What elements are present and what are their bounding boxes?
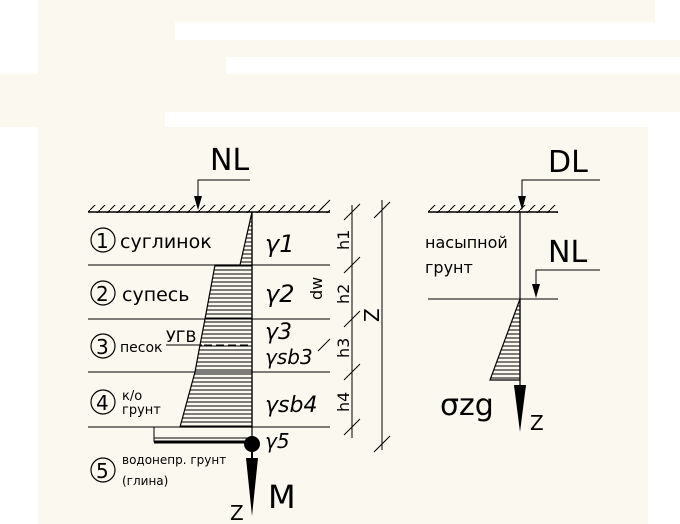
z-tick-top: [373, 201, 391, 219]
ground-hatch-right: [428, 205, 558, 213]
dl-arrow: [518, 196, 526, 210]
background-band-5: [0, 74, 680, 94]
z-arrow-right: [514, 385, 526, 432]
layer-name-line1: водонепр. грунт: [122, 453, 226, 467]
z-label-right: Z: [530, 411, 544, 435]
layer-name-line2: (глина): [122, 474, 168, 488]
h1-label: h1: [334, 230, 353, 250]
background-main: [38, 127, 648, 524]
stress-diagram-right: [489, 298, 521, 381]
right-profile: DL насыпной грунт NL σzg Z: [425, 145, 600, 435]
z-tick-bottom: [373, 435, 391, 453]
nl-arrow-left: [194, 196, 202, 210]
ugv-label: УГВ: [166, 327, 196, 346]
background-band-2: [38, 22, 175, 40]
nl-arrow-right: [532, 284, 540, 298]
layer-4-label: 4 к/о грунт: [90, 389, 161, 418]
gamma-2: γ2: [265, 280, 294, 308]
layer-3-label: 3 песок УГВ: [90, 327, 202, 359]
h-tick-4: [343, 418, 361, 436]
background-band-3: [38, 40, 680, 57]
nl-label-right: NL: [548, 235, 587, 270]
layer-name: супесь: [122, 284, 189, 306]
h4-label: h4: [334, 392, 353, 412]
layer-5-label: 5 водонепр. грунт (глина): [90, 453, 226, 488]
background-band-4: [38, 57, 226, 74]
z-arrow-left: [246, 458, 258, 516]
ground-hatch-left: [88, 205, 330, 213]
left-profile: NL 1 суглинок 2 супесь: [88, 143, 391, 524]
background-band-6: [0, 94, 680, 112]
layer-1-label: 1 суглинок: [90, 227, 212, 253]
dw-label: dw: [307, 277, 326, 300]
layer-number: 5: [96, 459, 109, 483]
gamma-3: γ3: [265, 320, 292, 345]
background-band-7: [0, 112, 165, 127]
fill-label-line2: грунт: [425, 258, 473, 277]
moment-node: [244, 436, 260, 452]
fill-label-line1: насыпной: [425, 233, 508, 252]
layer-name-line1: к/о: [122, 389, 142, 404]
layer-number: 1: [96, 229, 109, 253]
layer-2-label: 2 супесь: [90, 280, 189, 306]
h-tick-0: [343, 203, 361, 221]
layer-number: 2: [96, 282, 109, 306]
layer-name-line2: грунт: [122, 403, 161, 418]
nl-leader-left: [197, 179, 250, 205]
gamma-5: γ5: [265, 429, 290, 453]
stress-label: σzg: [440, 388, 494, 423]
moment-label: M: [268, 478, 296, 516]
dw-tick-bottom: [317, 338, 331, 352]
nl-label-left: NL: [210, 143, 249, 178]
h-tick-3: [343, 363, 361, 381]
h-tick-2: [343, 310, 361, 328]
layer-name: песок: [120, 340, 163, 356]
layer-number: 4: [96, 391, 109, 415]
gamma-sb-3: γsb3: [265, 345, 313, 369]
dw-tick-top: [317, 199, 331, 213]
h3-label: h3: [334, 338, 353, 358]
h2-label: h2: [334, 284, 353, 304]
layer-name: суглинок: [120, 231, 212, 253]
h-tick-1: [343, 256, 361, 274]
layer-number: 3: [96, 335, 109, 359]
depth-z-label: Z: [230, 501, 244, 524]
nl-leader-right: [535, 269, 600, 292]
dl-leader: [521, 179, 600, 205]
z-dimension-label: Z: [360, 308, 384, 322]
gamma-1: γ1: [265, 230, 294, 258]
gamma-sb-4: γsb4: [265, 393, 317, 418]
dl-label: DL: [548, 145, 588, 180]
background-band-1: [38, 0, 655, 22]
